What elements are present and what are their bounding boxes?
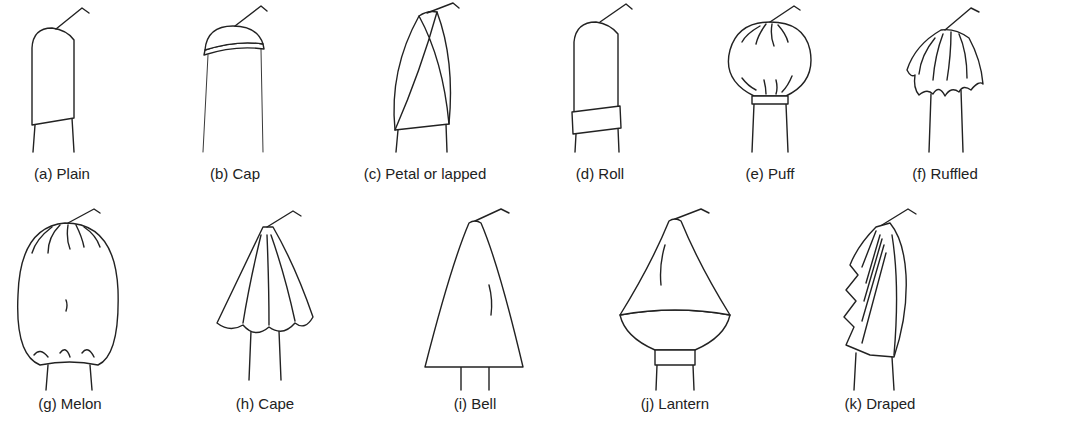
arm-line xyxy=(854,353,894,390)
sleeve-outline xyxy=(844,223,906,357)
roll-cuff xyxy=(572,106,621,134)
gather-marks xyxy=(742,24,792,94)
arm-line xyxy=(752,104,788,152)
cape-sleeve xyxy=(217,211,313,380)
sleeve-caption: (b) Cap xyxy=(210,165,260,183)
shoulder-line xyxy=(770,6,800,22)
shoulder-line xyxy=(267,211,301,227)
petal-sleeve xyxy=(394,3,459,152)
sleeve-caption: (j) Lantern xyxy=(641,395,709,413)
shoulder-line xyxy=(56,8,89,29)
arm-line xyxy=(203,49,263,152)
sleeve-outline xyxy=(18,223,118,365)
sleeve-caption: (i) Bell xyxy=(454,395,497,413)
shoulder-line xyxy=(235,6,267,26)
arm-line xyxy=(46,365,92,390)
lantern-lower xyxy=(620,310,730,350)
sleeve-outline xyxy=(394,12,451,131)
lantern-upper xyxy=(620,219,730,315)
arm-line xyxy=(929,90,963,152)
sleeve-caption: (d) Roll xyxy=(576,165,624,183)
sleeve-outline xyxy=(205,26,263,50)
sleeve-caption: (e) Puff xyxy=(746,165,795,183)
melon-sleeve xyxy=(18,209,118,390)
fold-lines xyxy=(489,285,492,315)
sleeve-caption: (g) Melon xyxy=(38,395,101,413)
shoulder-line xyxy=(600,4,632,22)
plain-sleeve xyxy=(32,8,89,152)
shoulder-line xyxy=(68,209,100,223)
arm-line xyxy=(461,367,489,390)
sleeve-outline xyxy=(907,30,983,96)
shoulder-line xyxy=(475,209,509,221)
lantern-sleeve xyxy=(620,209,730,390)
sleeve-caption: (a) Plain xyxy=(34,165,90,183)
shoulder-line xyxy=(882,209,916,225)
gather-marks xyxy=(32,225,100,357)
arm-line xyxy=(249,331,281,380)
sleeve-caption: (k) Draped xyxy=(845,395,916,413)
sleeve-caption: (f) Ruffled xyxy=(912,165,978,183)
sleeve-band xyxy=(655,350,695,365)
shoulder-line xyxy=(945,8,979,30)
bell-sleeve xyxy=(425,209,523,390)
arm-line xyxy=(656,365,694,390)
cap-sleeve xyxy=(203,6,267,152)
sleeve-outline xyxy=(217,227,313,333)
sleeve-outline xyxy=(425,221,523,367)
fold-lines xyxy=(862,231,897,355)
roll-sleeve xyxy=(572,4,632,152)
draped-sleeve xyxy=(844,209,916,390)
sleeve-outline xyxy=(728,22,811,96)
ruffled-sleeve xyxy=(907,8,983,152)
shoulder-line xyxy=(427,3,459,13)
fold-lines xyxy=(661,245,666,285)
petal-edge xyxy=(395,12,449,130)
shoulder-line xyxy=(675,209,709,219)
sleeve-caption: (c) Petal or lapped xyxy=(364,165,487,183)
sleeve-outline xyxy=(574,22,618,115)
sleeve-band xyxy=(752,96,788,104)
sleeve-caption: (h) Cape xyxy=(236,395,294,413)
fold-lines xyxy=(243,235,295,325)
fold-lines xyxy=(919,32,967,80)
sleeve-outline xyxy=(32,28,74,125)
puff-sleeve xyxy=(728,6,811,152)
